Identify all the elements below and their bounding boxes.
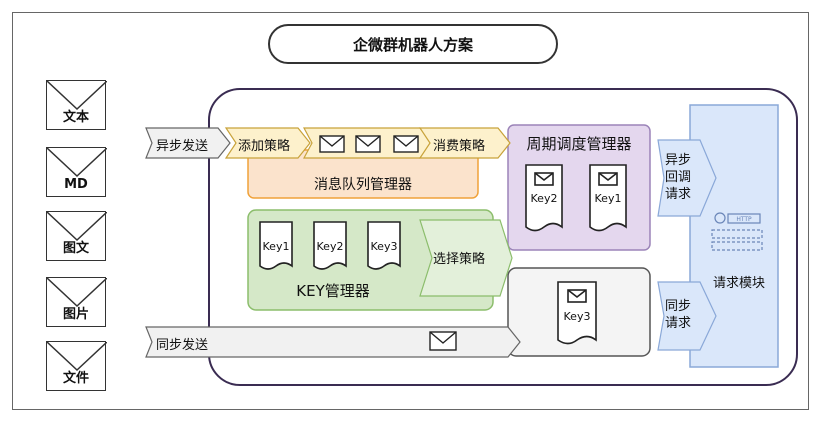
select-strategy-arrow <box>419 219 513 297</box>
key-label: Key1 <box>262 240 290 253</box>
consume-strategy-arrow <box>418 127 511 159</box>
scheduler-label: 周期调度管理器 <box>526 135 632 153</box>
key-manager-label: KEY管理器 <box>296 282 370 300</box>
envelope-icon <box>47 81 107 111</box>
diagram-title: 企微群机器人方案 <box>268 24 558 64</box>
async-request-arrow <box>657 139 717 217</box>
async-send-label: 异步发送 <box>156 139 209 154</box>
key-label: Key2 <box>316 240 344 253</box>
envelope-icon <box>47 278 107 308</box>
add-strategy-label: 添加策略 <box>238 139 291 154</box>
sync-send-arrow <box>145 326 521 358</box>
sync-request-label: 同步请求 <box>664 299 691 331</box>
select-strategy-label: 选择策略 <box>433 252 486 267</box>
system-container <box>208 88 798 386</box>
envelope-icon <box>47 212 107 242</box>
sync-request-arrow <box>657 281 717 351</box>
message-type-file: 文件 <box>46 341 107 391</box>
key-document-icon <box>557 281 597 345</box>
async-send-arrow <box>145 127 231 159</box>
sync-send-label: 同步发送 <box>156 338 209 353</box>
add-strategy-arrow <box>224 127 311 159</box>
message-type-news: 图文 <box>46 211 107 261</box>
message-type-image: 图片 <box>46 277 107 327</box>
envelope-icon <box>319 135 419 153</box>
http-label: HTTP <box>736 216 752 223</box>
async-request-label: 异步回调请求 <box>664 153 691 202</box>
diagram-frame <box>12 12 809 410</box>
message-type-md: MD <box>46 147 107 197</box>
envelope-icon <box>47 148 107 178</box>
scheduler-key-label: Key1 <box>594 192 622 205</box>
scheduler-key-label: Key2 <box>530 192 558 205</box>
key-label: Key3 <box>370 240 398 253</box>
sync-key-label: Key3 <box>563 310 591 323</box>
key-document-icon <box>259 221 401 270</box>
message-type-text: 文本 <box>46 80 107 130</box>
envelope-icon <box>429 331 457 351</box>
consume-strategy-label: 消费策略 <box>433 139 486 154</box>
envelope-icon <box>47 342 107 372</box>
request-module-label: 请求模块 <box>712 276 765 291</box>
queue-manager-label: 消息队列管理器 <box>314 177 412 193</box>
http-icon <box>711 212 763 251</box>
key-document-icon <box>525 164 627 232</box>
